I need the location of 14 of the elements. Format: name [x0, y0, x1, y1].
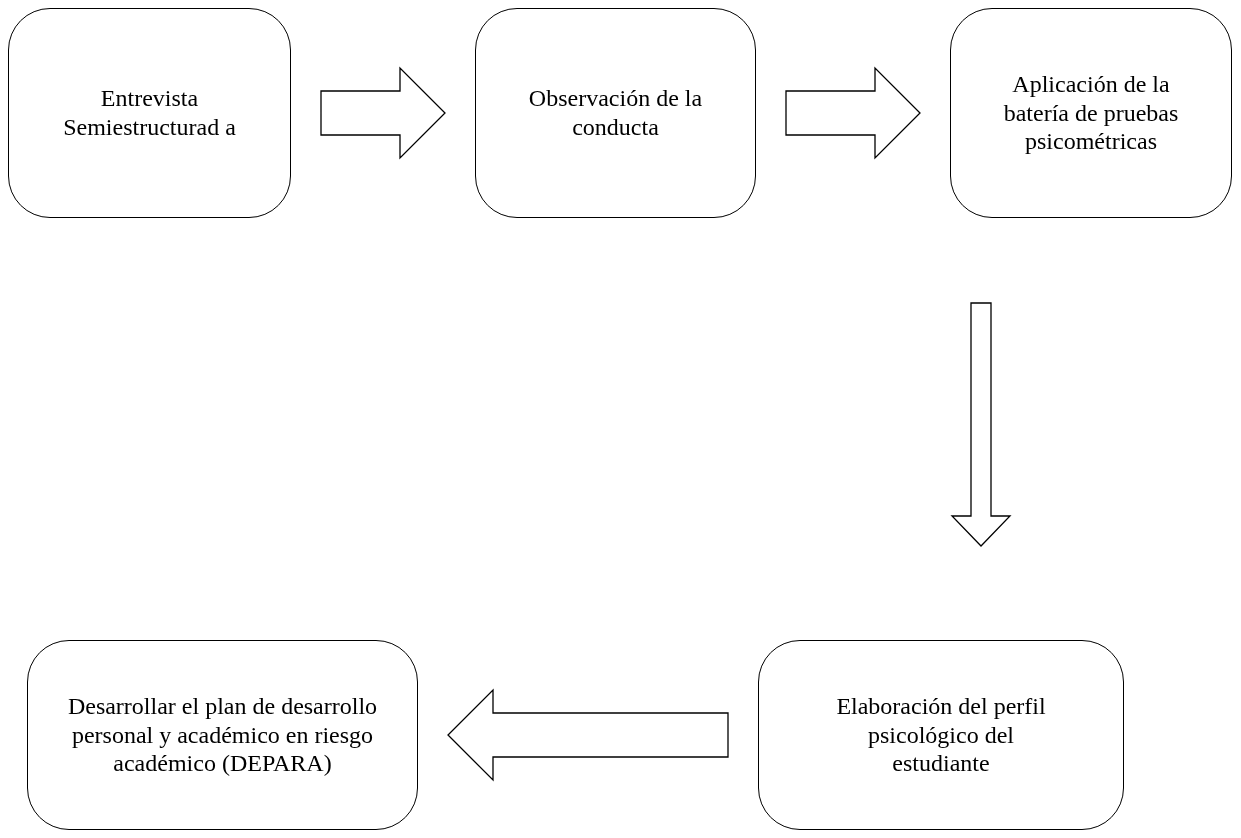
box-label: Elaboración del perfil psicológico del estudiante — [835, 691, 1047, 779]
box-label: Desarrollar el plan de desarrollo personal y académico en riesgo académico (DEPARA) — [66, 691, 379, 779]
block-arrow — [785, 66, 921, 160]
process-box — [950, 8, 1232, 218]
box-label: Aplicación de la batería de pruebas psicométricas — [1002, 69, 1180, 157]
process-box — [27, 640, 418, 830]
process-box — [8, 8, 291, 218]
process-box — [475, 8, 756, 218]
block-arrow — [320, 66, 446, 160]
box-label: Entrevista Semiestructurad a — [62, 84, 237, 142]
box-label: Observación de la conducta — [527, 84, 704, 142]
block-arrow — [447, 688, 729, 782]
block-arrow — [950, 302, 1012, 547]
process-box — [758, 640, 1124, 830]
